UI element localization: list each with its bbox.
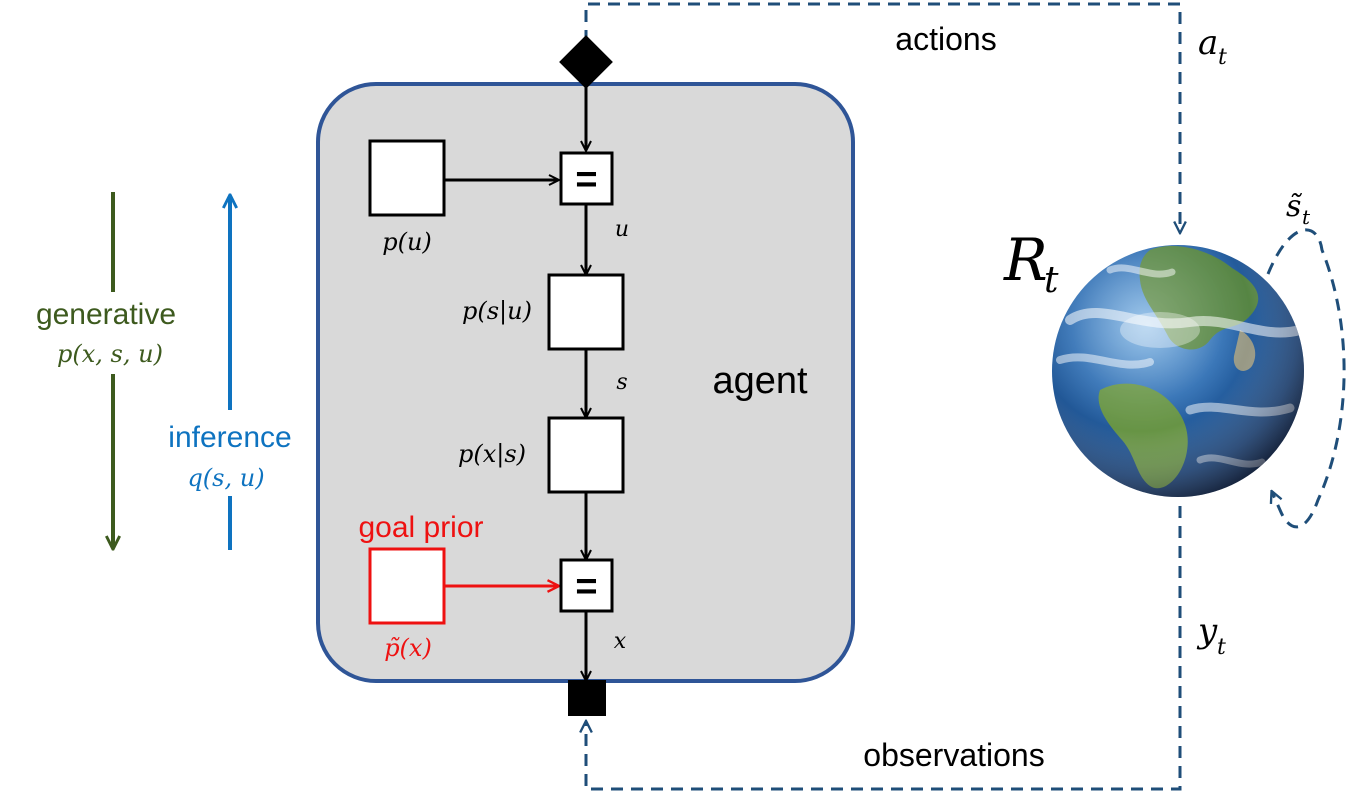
- goal-prior-node: [368, 547, 446, 625]
- earth-globe-icon: [1052, 245, 1304, 497]
- y-t-sub: t: [1217, 635, 1226, 660]
- a-t-sub: t: [1218, 45, 1227, 70]
- inference-label: inference: [168, 421, 291, 454]
- observations-label: observations: [863, 737, 1044, 773]
- observation-symbol: y t: [1196, 611, 1226, 660]
- inference-expr: q(s, u): [187, 464, 264, 492]
- lower-equality-symbol: =: [575, 566, 597, 608]
- a-t-base: a: [1198, 23, 1218, 63]
- generative-label: generative: [36, 298, 176, 331]
- generative-label-bg: [14, 292, 204, 374]
- upper-equality-symbol: =: [575, 159, 597, 201]
- s-t-sub: t: [1302, 205, 1311, 229]
- factor-graph-edges: [444, 82, 586, 680]
- upper-equality-node: [559, 151, 614, 206]
- inference-label-bg: [150, 410, 310, 496]
- label-p-x-given-s: p(x|s): [458, 440, 526, 469]
- s-t-base: s̃: [1286, 189, 1303, 224]
- prior-u-node: [368, 139, 446, 217]
- goal-prior-title: goal prior: [358, 511, 483, 544]
- observation-port-square: [568, 680, 606, 716]
- world-symbol: R t: [1003, 226, 1059, 301]
- agent-label: agent: [712, 360, 808, 402]
- state-transition-loop: [1266, 228, 1346, 529]
- edge-label-x: x: [614, 629, 627, 654]
- goal-prior-expr: p̃(x): [384, 634, 432, 662]
- y-t-base: y: [1196, 611, 1218, 651]
- label-p-u: p(u): [382, 228, 432, 256]
- lower-equality-node: [559, 558, 614, 613]
- actions-label: actions: [895, 21, 996, 57]
- edge-label-s: s: [616, 370, 627, 395]
- action-observation-loop: [584, 2, 1346, 791]
- action-path: [584, 2, 1180, 232]
- action-symbol: a t: [1198, 23, 1227, 70]
- R-t-base: R: [1003, 226, 1048, 294]
- world-state-symbol: s̃ t: [1286, 189, 1311, 229]
- p-s-given-u-node: [547, 273, 625, 351]
- generative-expr: p(x, s, u): [57, 340, 163, 368]
- action-port-diamond: [559, 35, 613, 89]
- observation-path: [586, 506, 1182, 791]
- edge-label-u: u: [615, 217, 629, 242]
- R-t-sub: t: [1044, 260, 1059, 301]
- label-p-s-given-u: p(s|u): [462, 297, 532, 326]
- p-x-given-s-node: [547, 416, 625, 494]
- inference-direction: inference q(s, u): [150, 196, 310, 550]
- generative-direction: generative p(x, s, u): [14, 192, 204, 548]
